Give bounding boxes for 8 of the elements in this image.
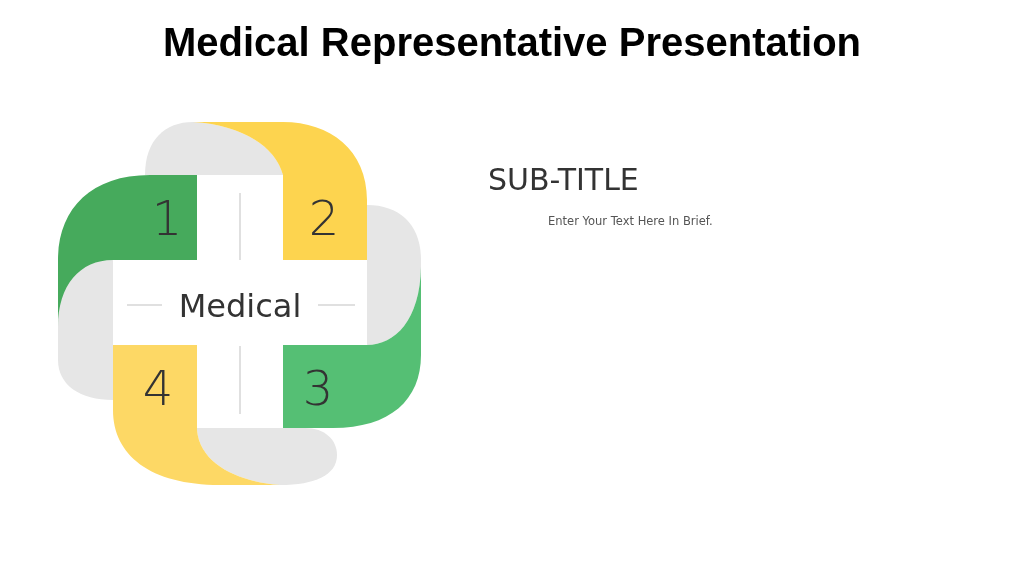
body-text: Enter Your Text Here In Brief. [548, 214, 713, 228]
subtitle-heading: SUB-TITLE [488, 162, 639, 197]
step-number: 2 [308, 194, 340, 242]
step-number: 3 [302, 364, 334, 412]
step-number: 4 [142, 364, 174, 412]
center-label: Medical [178, 290, 302, 322]
page-title: Medical Representative Presentation [163, 20, 861, 64]
step-number: 1 [151, 194, 183, 242]
